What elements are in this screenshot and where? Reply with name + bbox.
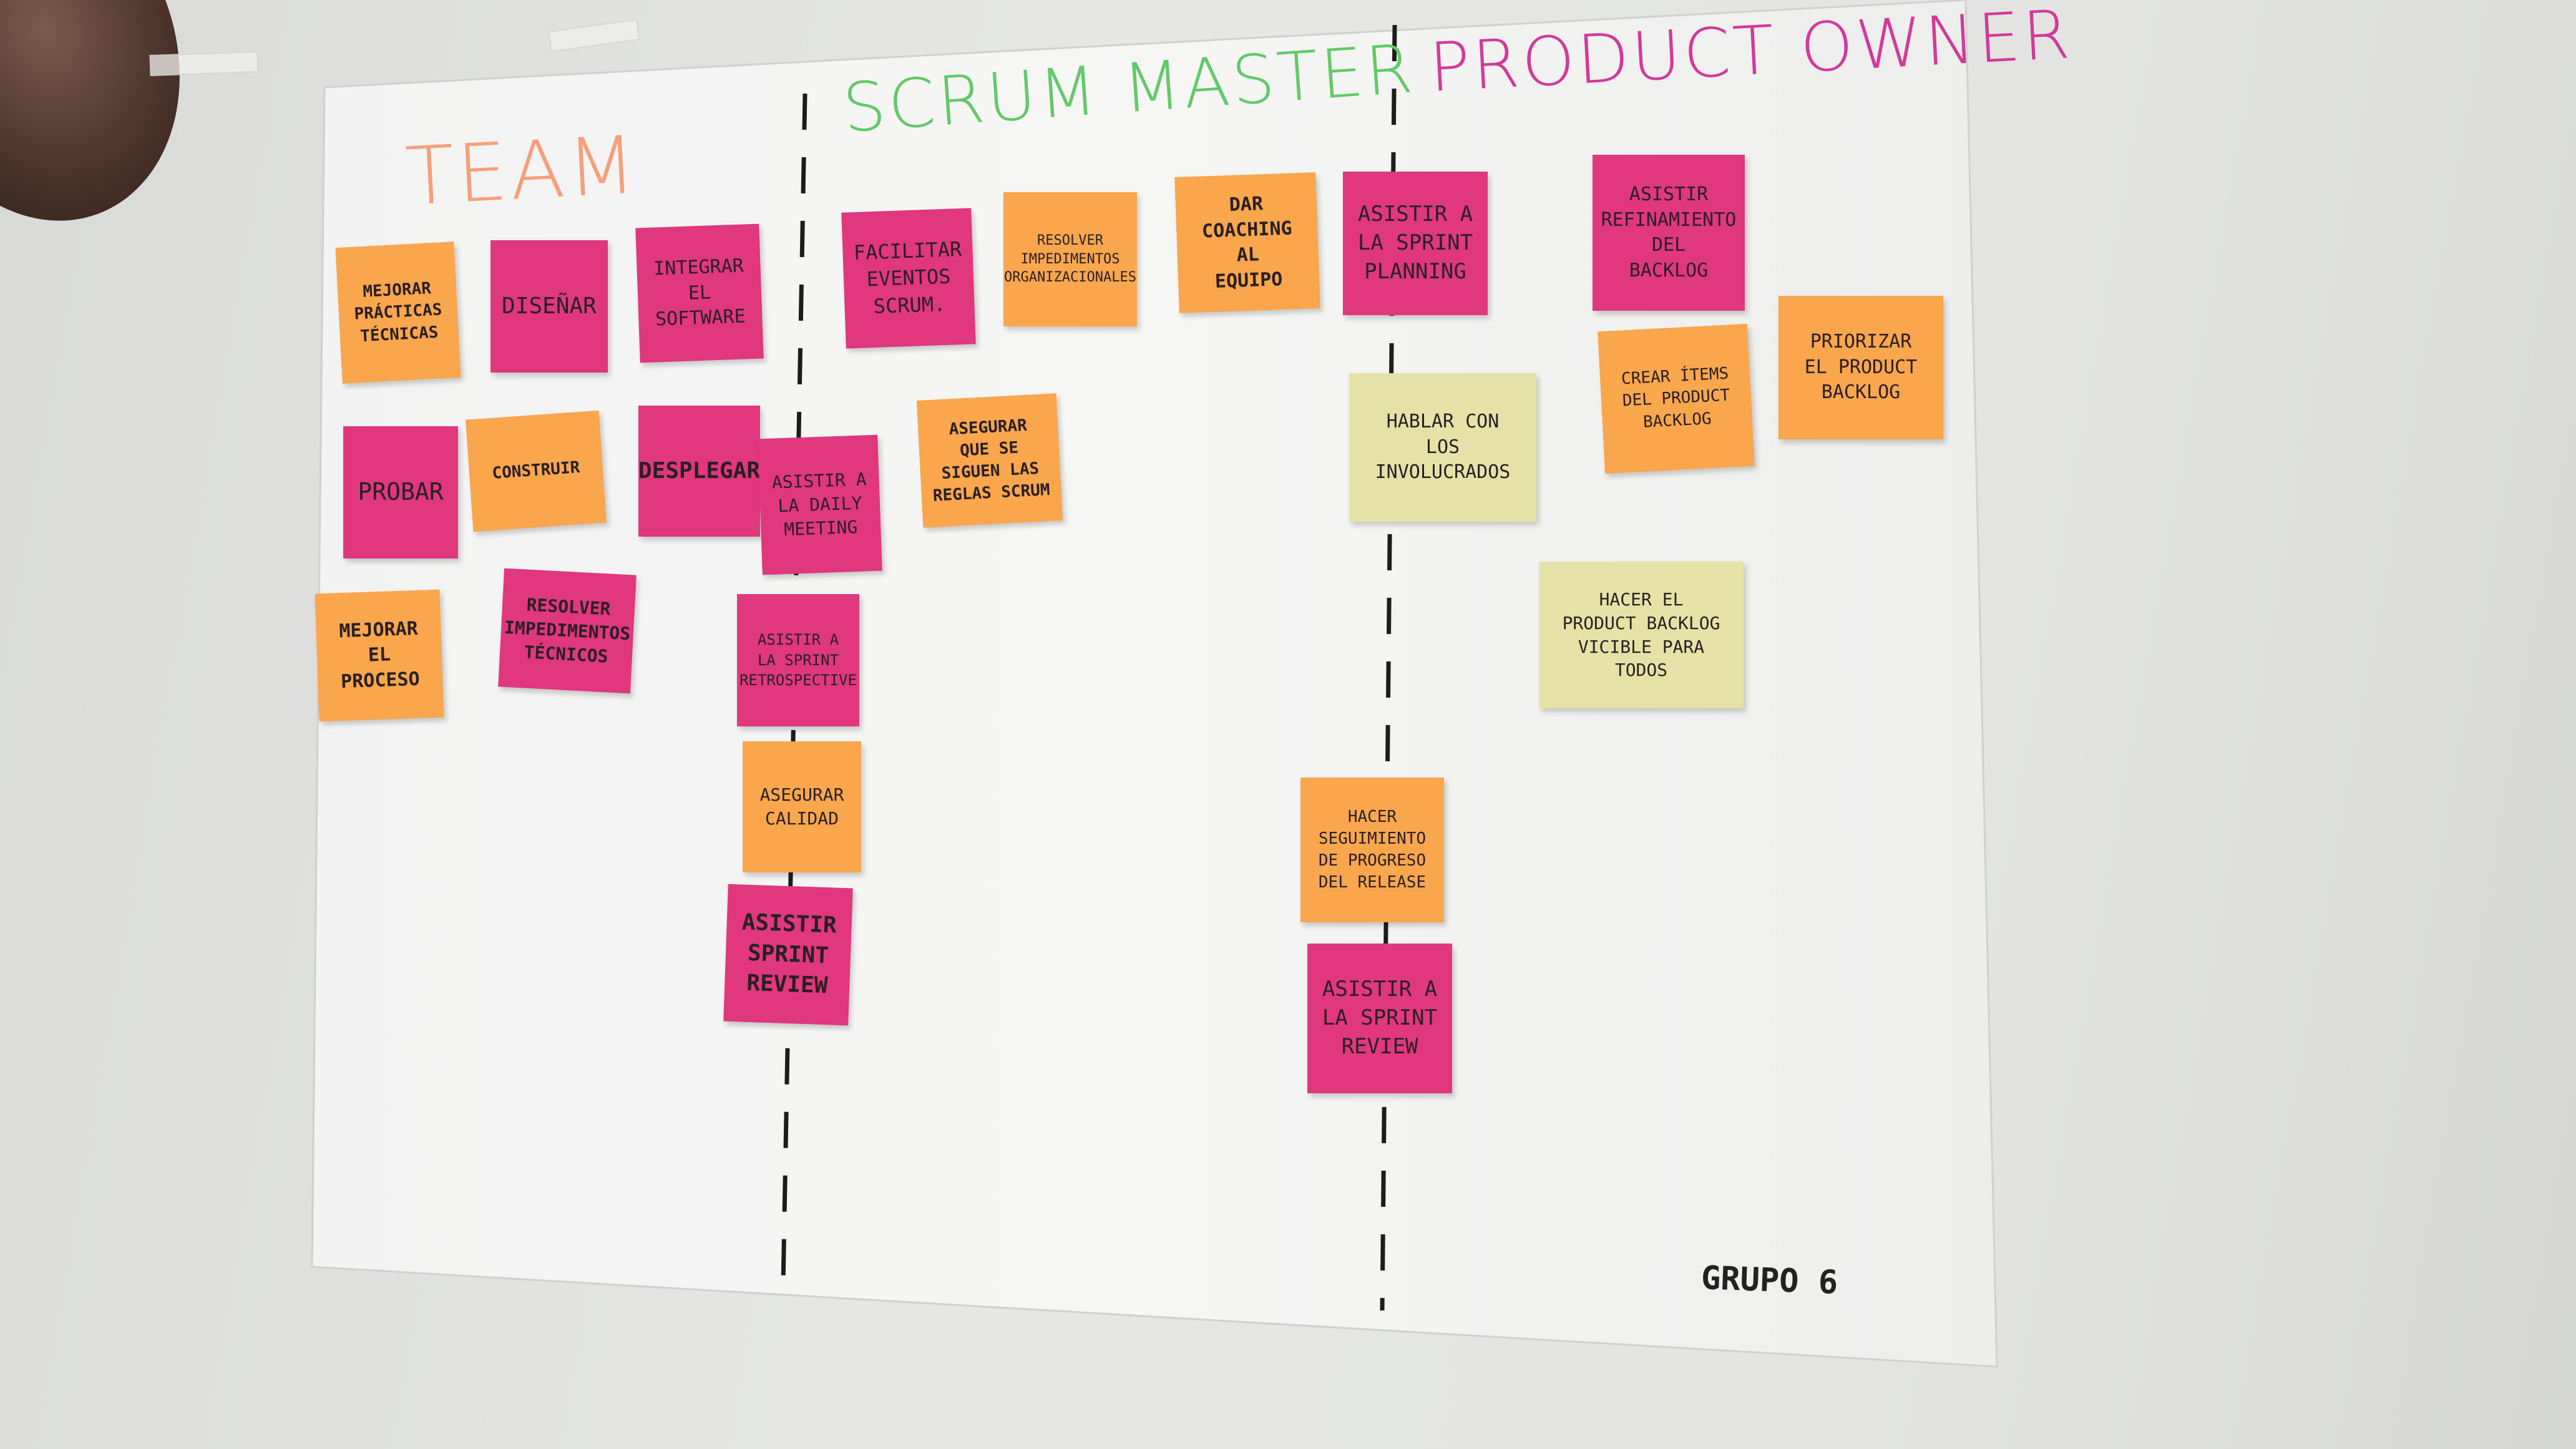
sticky-note: ASISTIR A LA SPRINT PLANNING (1343, 172, 1488, 315)
sticky-note: DISEÑAR (490, 240, 608, 373)
sticky-note: PRIORIZAR EL PRODUCT BACKLOG (1778, 296, 1943, 439)
sticky-note: ASISTIR A LA DAILY MEETING (758, 434, 882, 575)
sticky-note: CREAR ÍTEMS DEL PRODUCT BACKLOG (1598, 323, 1755, 474)
column-title-team: TEAM (403, 119, 641, 224)
sticky-note: ASISTIR A LA SPRINT RETROSPECTIVE (737, 594, 859, 726)
sticky-note: FACILITAR EVENTOS SCRUM. (841, 208, 976, 349)
sticky-note: RESOLVER IMPEDIMENTOS ORGANIZACIONALES (1003, 192, 1137, 326)
sticky-note: PROBAR (343, 426, 458, 559)
tape (149, 51, 259, 77)
sticky-note: ASISTIR A LA SPRINT REVIEW (1307, 944, 1452, 1093)
sticky-note: ASEGURAR CALIDAD (743, 741, 861, 872)
sticky-note: INTEGRAR EL SOFTWARE (635, 223, 764, 363)
sticky-note: ASISTIR REFINAMIENTO DEL BACKLOG (1593, 155, 1745, 311)
sticky-note: MEJORAR EL PROCESO (315, 589, 444, 722)
sticky-note: HABLAR CON LOS INVOLUCRADOS (1349, 373, 1536, 522)
sticky-note: ASEGURAR QUE SE SIGUEN LAS REGLAS SCRUM (916, 393, 1063, 528)
sticky-note: RESOLVER IMPEDIMENTOS TÉCNICOS (498, 568, 637, 694)
sticky-note: MEJORAR PRÁCTICAS TÉCNICAS (335, 242, 461, 384)
sticky-note: CONSTRUIR (465, 410, 607, 532)
sticky-note: HACER SEGUIMIENTO DE PROGRESO DEL RELEAS… (1300, 778, 1444, 922)
sticky-note: DESPLEGAR (638, 406, 760, 537)
group-signature: GRUPO 6 (1700, 1259, 1839, 1302)
sticky-note: DAR COACHING AL EQUIPO (1174, 172, 1320, 313)
sticky-note: HACER EL PRODUCT BACKLOG VICIBLE PARA TO… (1539, 562, 1744, 708)
sticky-note: ASISTIR SPRINT REVIEW (723, 884, 853, 1026)
